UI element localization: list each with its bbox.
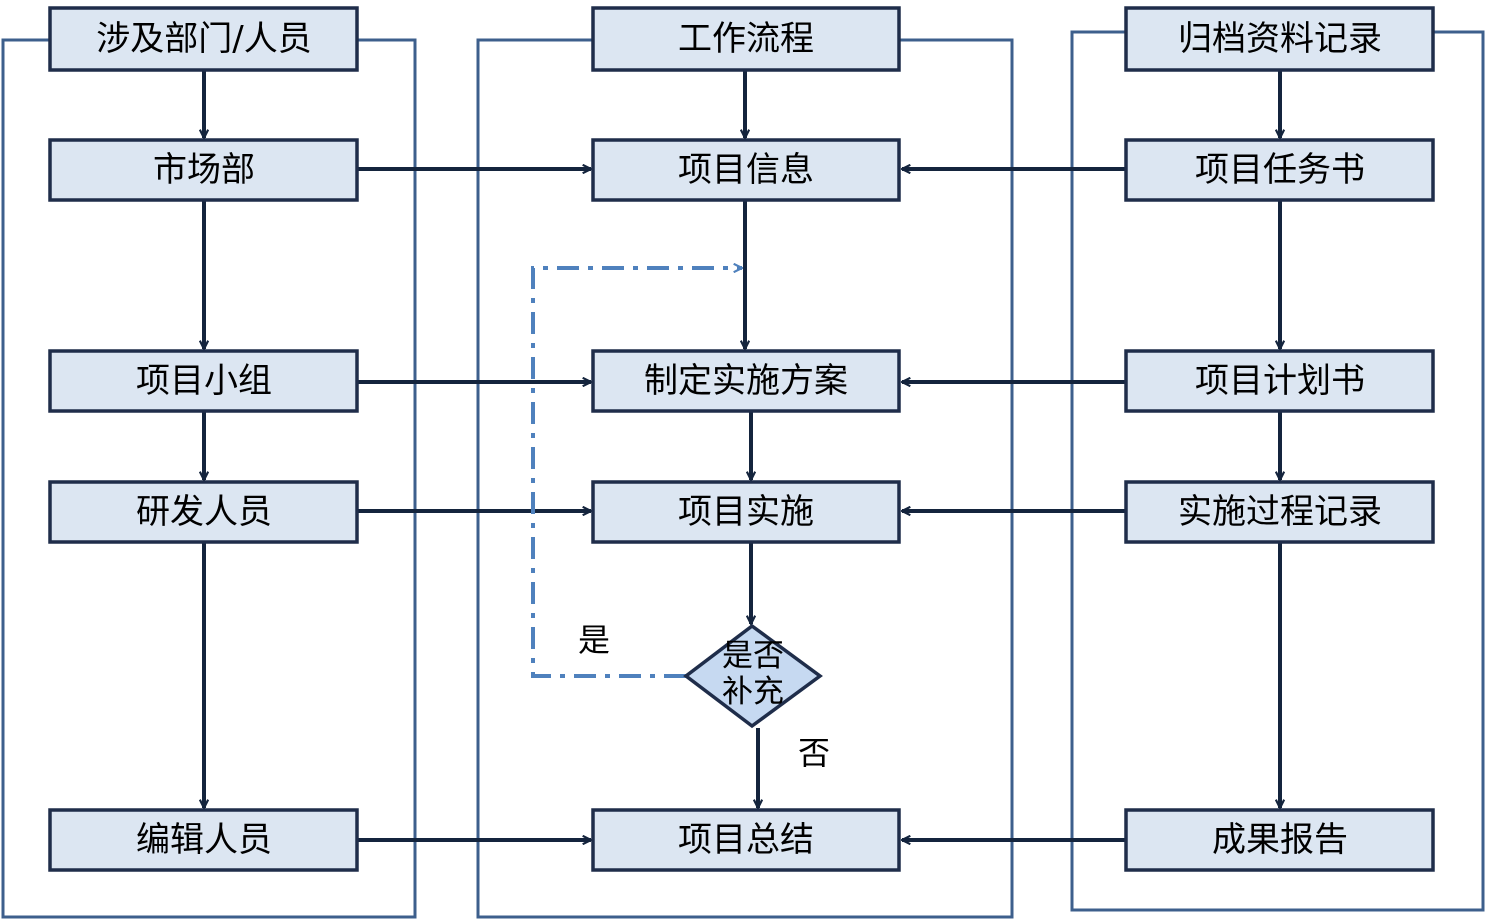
dept-header-label: 涉及部门/人员 (96, 19, 311, 59)
workflow-label-summary: 项目总结 (678, 820, 814, 860)
workflow-header-label: 工作流程 (678, 19, 814, 59)
workflow-box-summary (591, 808, 901, 872)
decision-label-line1: 是否 (722, 638, 784, 674)
dept-label-market: 市场部 (153, 150, 255, 190)
archive-column-border (1070, 30, 1485, 912)
archive-label-task: 项目任务书 (1195, 150, 1365, 190)
workflow-box-info (591, 138, 901, 202)
archive-box-task (1124, 138, 1435, 202)
workflow-box-execute (591, 480, 901, 544)
decision-label-line2: 补充 (722, 674, 784, 710)
dept-header-box (48, 6, 359, 72)
arrow-yes-loop-back (531, 268, 742, 678)
archive-label-records: 实施过程记录 (1178, 492, 1382, 532)
workflow-label-execute: 项目实施 (678, 492, 814, 532)
archive-column: 归档资料记录 项目任务书 项目计划书 实施过程记录 成果报告 (1124, 6, 1435, 872)
departments-column: 涉及部门/人员 市场部 项目小组 研发人员 编辑人员 (48, 6, 359, 872)
archive-box-report (1124, 808, 1435, 872)
departments-column-border (1, 38, 417, 919)
archive-box-records (1124, 480, 1435, 544)
connectors (204, 70, 1280, 840)
workflow-column-border (476, 38, 1014, 919)
dept-label-rd: 研发人员 (136, 492, 272, 532)
dept-box-editor (48, 808, 359, 872)
workflow-box-plan (591, 349, 901, 413)
decision-diamond (683, 623, 823, 729)
dept-box-market (48, 138, 359, 202)
workflow-label-plan: 制定实施方案 (644, 361, 848, 401)
archive-header-box (1124, 6, 1435, 72)
archive-header-label: 归档资料记录 (1178, 19, 1382, 59)
archive-label-report: 成果报告 (1212, 820, 1348, 860)
workflow-header-box (591, 6, 901, 72)
archive-label-plan-doc: 项目计划书 (1195, 361, 1365, 401)
workflow-label-info: 项目信息 (678, 150, 814, 190)
decision-no-label: 否 (798, 734, 830, 772)
dept-label-team: 项目小组 (136, 361, 272, 401)
dept-label-editor: 编辑人员 (136, 820, 272, 860)
decision-yes-label: 是 (578, 621, 610, 659)
dept-box-team (48, 349, 359, 413)
dept-box-rd (48, 480, 359, 544)
column-borders (1, 30, 1485, 919)
workflow-column: 工作流程 项目信息 制定实施方案 项目实施 项目总结 是否 补充 是 否 (578, 6, 901, 872)
archive-box-plan-doc (1124, 349, 1435, 413)
